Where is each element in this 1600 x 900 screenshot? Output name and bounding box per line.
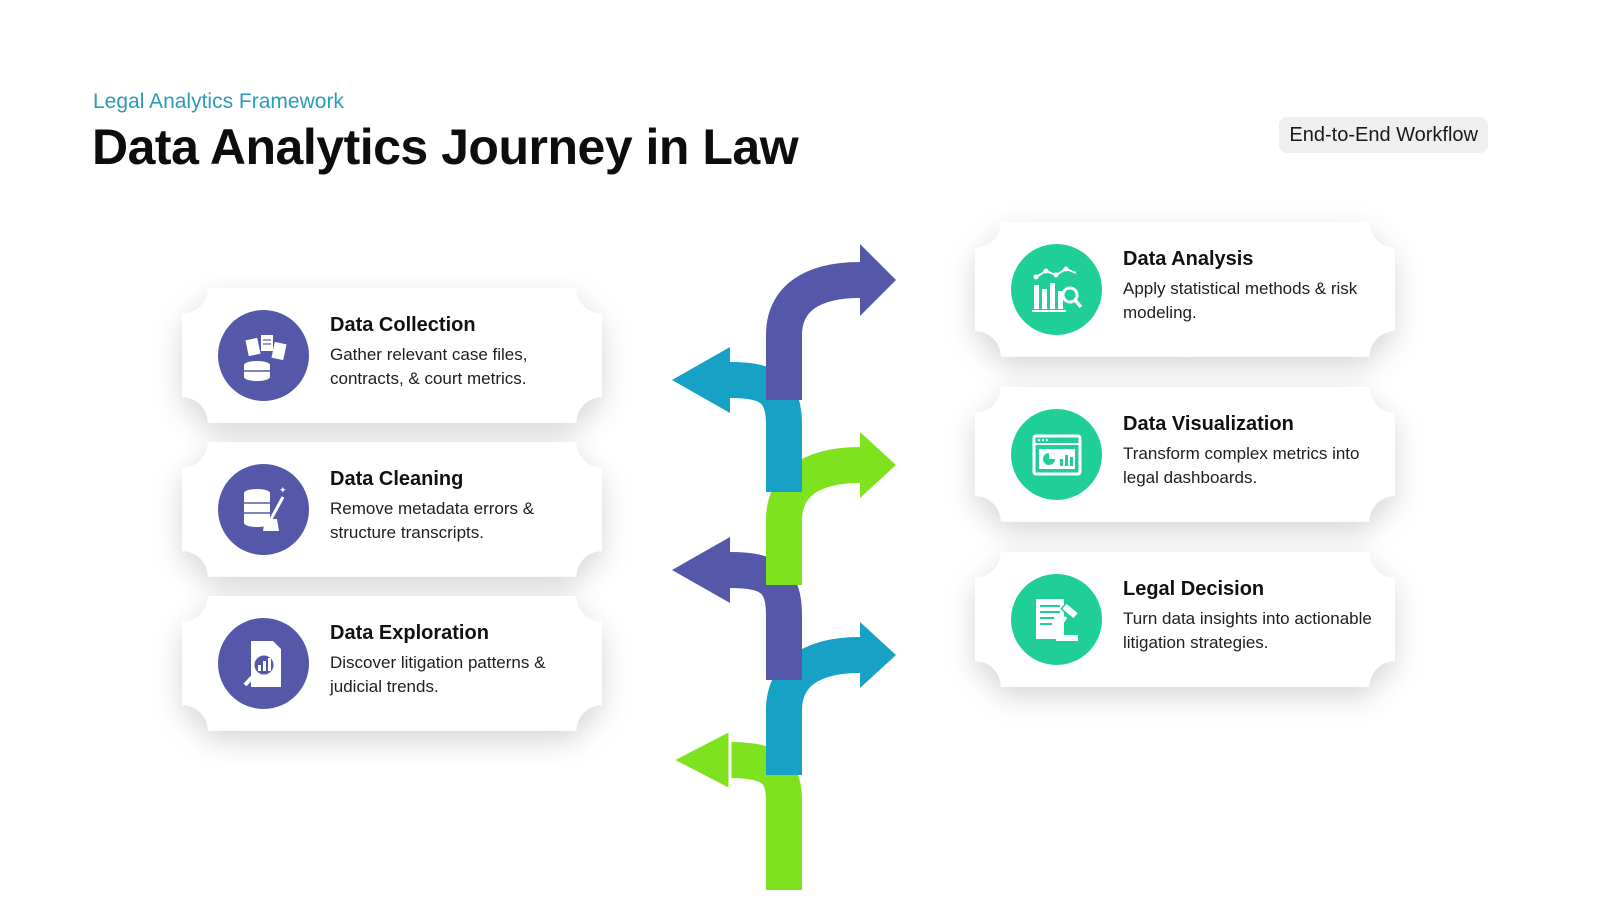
dashboard-monitor-icon [1011,409,1102,500]
page-title: Data Analytics Journey in Law [92,119,799,175]
step-title: Data Visualization [1123,413,1294,435]
step-description: Apply statistical methods & risk modelin… [1123,279,1358,322]
header-subtitle: Legal Analytics Framework [93,90,344,113]
step-title: Data Analysis [1123,248,1254,270]
step-card-data-visualization: Data Visualization Transform complex met… [975,387,1395,522]
database-documents-icon [218,310,309,401]
step-description: Discover litigation patterns & judicial … [330,653,546,696]
report-magnifier-icon [218,618,309,709]
step-description: Turn data insights into actionable litig… [1123,609,1372,652]
step-card-data-cleaning: ✦ Data Cleaning Remove metadata errors &… [182,442,602,577]
workflow-badge: End-to-End Workflow [1279,117,1488,153]
step-description: Transform complex metrics into legal das… [1123,444,1360,487]
step-card-data-analysis: Data Analysis Apply statistical methods … [975,222,1395,357]
svg-text:✦: ✦ [279,486,287,496]
step-description: Remove metadata errors & structure trans… [330,499,535,542]
step-description: Gather relevant case files, contracts, &… [330,345,528,388]
step-title: Data Exploration [330,622,489,644]
step-card-data-exploration: Data Exploration Discover litigation pat… [182,596,602,731]
gavel-document-icon [1011,574,1102,665]
arrow-purple-right-top [766,244,896,400]
step-title: Data Cleaning [330,468,464,490]
chart-magnifier-icon [1011,244,1102,335]
step-card-data-collection: Data Collection Gather relevant case fil… [182,288,602,423]
database-broom-icon: ✦ [218,464,309,555]
step-title: Data Collection [330,314,476,336]
step-title: Legal Decision [1123,578,1265,600]
arrow-tree [668,244,896,890]
step-card-legal-decision: Legal Decision Turn data insights into a… [975,552,1395,687]
